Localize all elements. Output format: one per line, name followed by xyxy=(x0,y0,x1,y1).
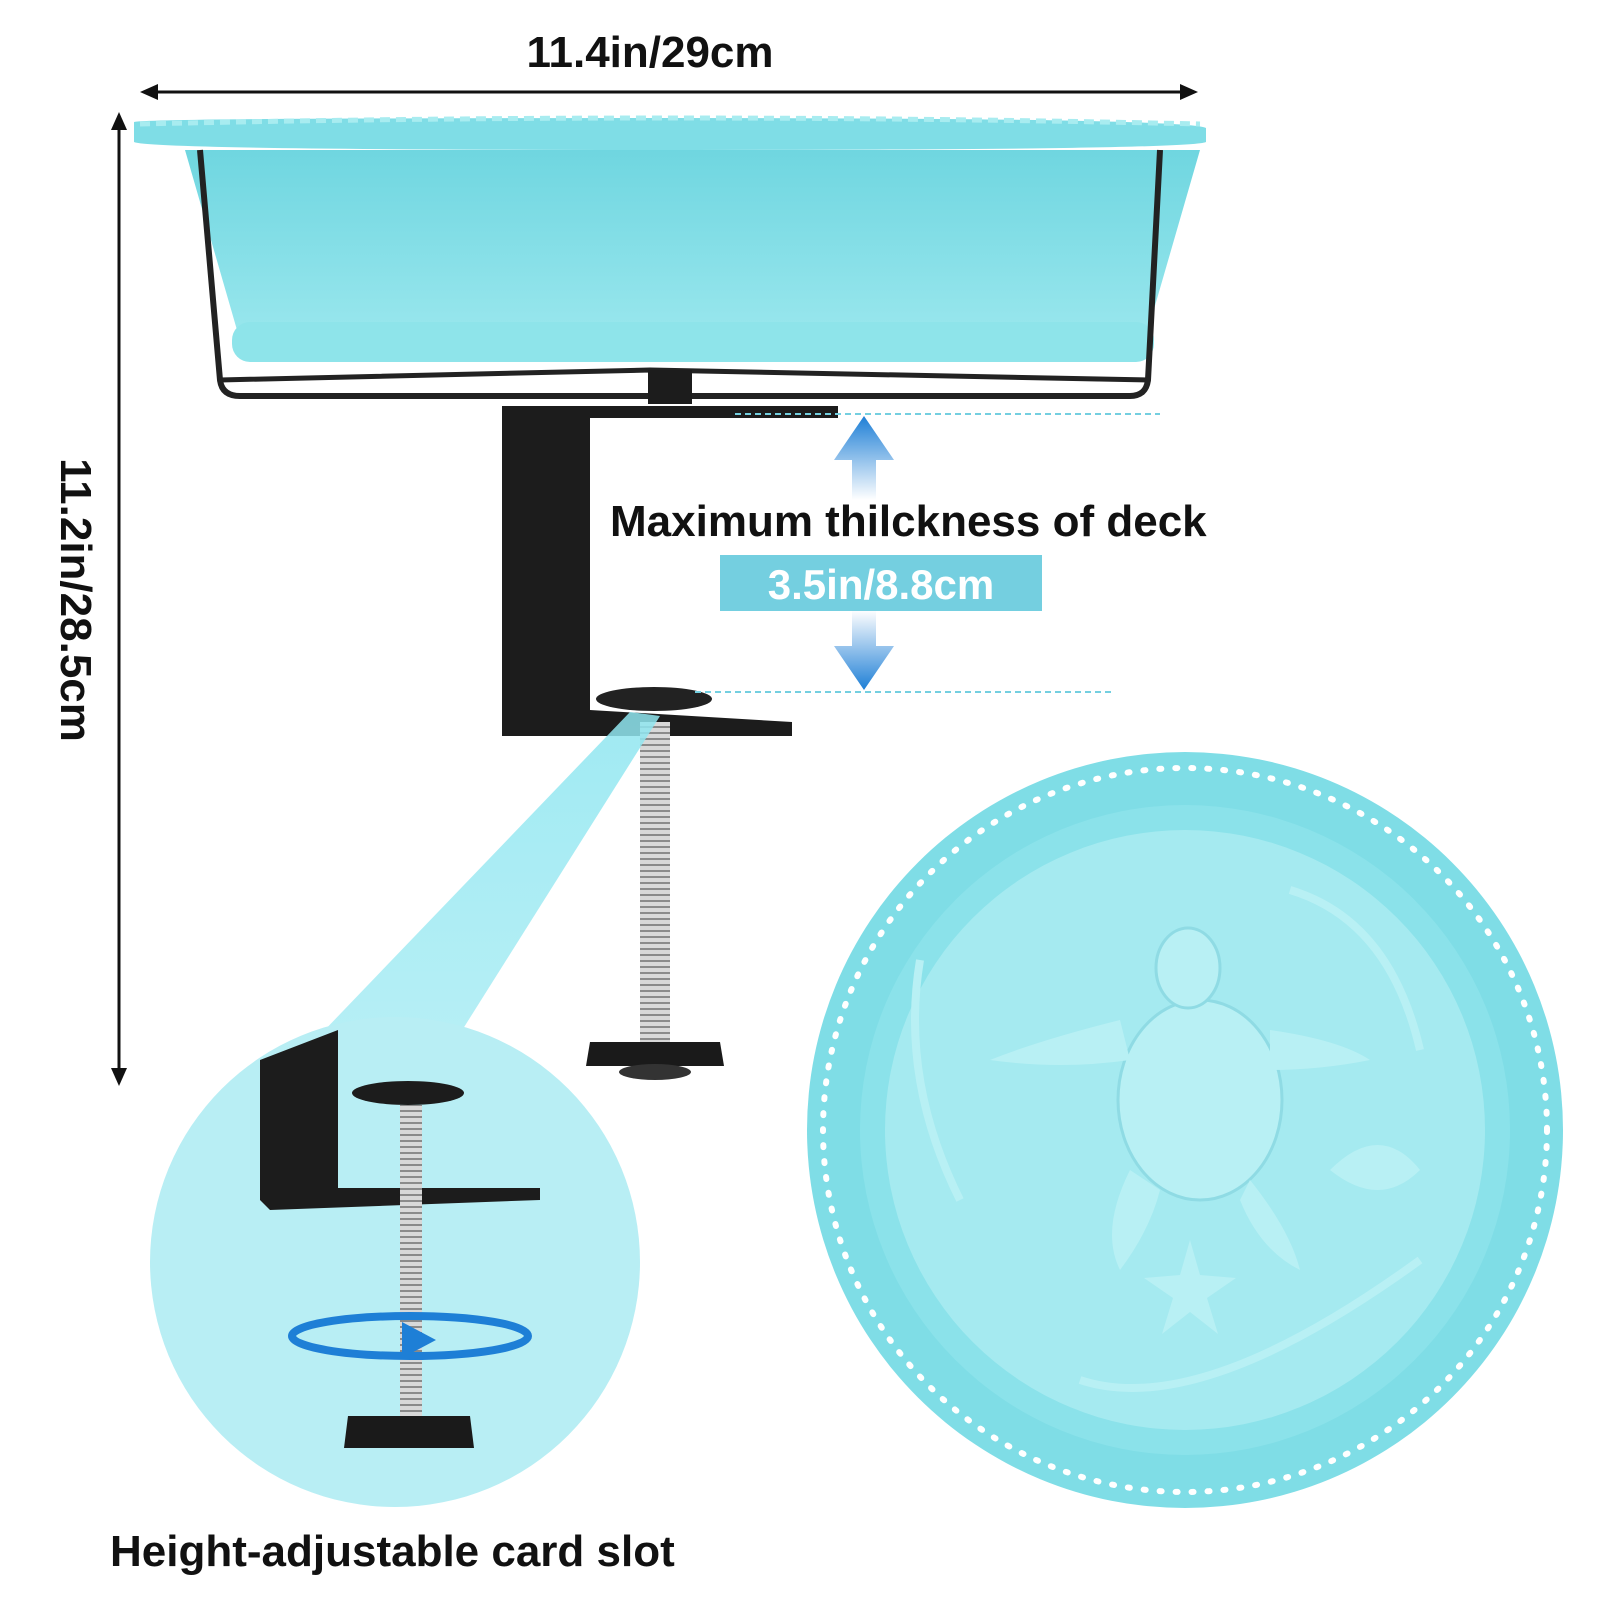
tray-side-view xyxy=(134,115,1206,404)
width-dimension-arrow xyxy=(140,84,1198,100)
deck-thickness-title: Maximum thilckness of deck xyxy=(610,497,1207,546)
deck-thickness-badge xyxy=(720,555,1042,611)
deck-thickness-indicator xyxy=(695,413,1160,693)
clamp-bracket xyxy=(502,406,838,1080)
down-arrow-icon xyxy=(834,610,894,690)
width-dimension-label: 11.4in/29cm xyxy=(526,28,774,77)
card-slot-caption: Height-adjustable card slot xyxy=(110,1527,675,1576)
height-dimension-label: 11.2in/28.5cm xyxy=(51,458,100,742)
height-dimension-arrow xyxy=(111,112,127,1086)
tray-top-view xyxy=(807,752,1563,1508)
rotate-arrow-icon xyxy=(288,1312,532,1360)
deck-thickness-value: 3.5in/8.8cm xyxy=(767,561,995,608)
up-arrow-icon xyxy=(834,416,894,500)
